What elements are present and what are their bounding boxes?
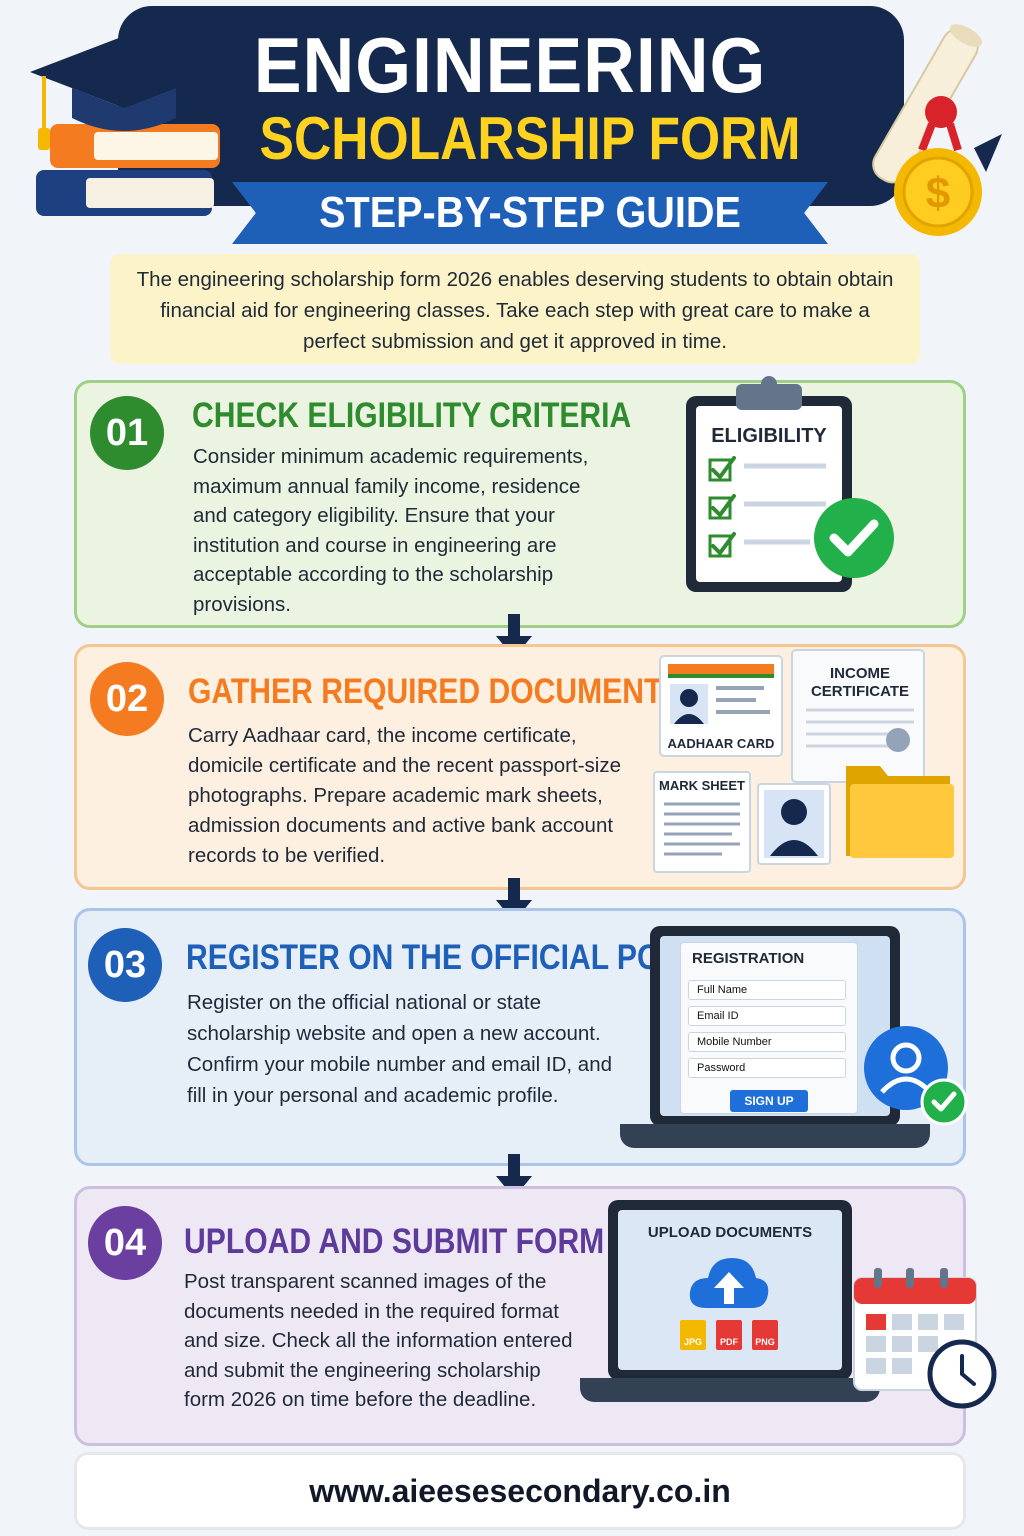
aadhaar-label: AADHAAR CARD — [668, 736, 775, 751]
footer-website[interactable]: www.aieesesecondary.co.in — [74, 1452, 966, 1530]
diploma-coin-icon: $ — [872, 24, 1002, 236]
step-title-4: UPLOAD AND SUBMIT FORM — [184, 1222, 605, 1261]
step-body-3: Register on the official national or sta… — [187, 991, 612, 1107]
passport-photo-icon — [757, 783, 831, 865]
upload-title: UPLOAD DOCUMENTS — [647, 1224, 813, 1241]
user-check-icon — [864, 1026, 968, 1126]
guide-ribbon-label: STEP-BY-STEP GUIDE — [319, 188, 741, 237]
header-banner — [118, 6, 904, 206]
png-file-icon: PNG — [752, 1320, 778, 1350]
password-field: Password — [688, 1058, 846, 1078]
documents-illustration: AADHAAR CARD INCOME CERTIFICATE MARK SHE… — [653, 649, 954, 873]
income-label-2: CERTIFICATE — [811, 683, 909, 700]
registration-title: REGISTRATION — [692, 950, 805, 967]
step-body-1: Consider minimum academic requirements, … — [193, 445, 589, 616]
marksheet-label: MARK SHEET — [659, 778, 745, 793]
step-body-2: Carry Aadhaar card, the income certifica… — [188, 724, 621, 867]
registration-laptop: REGISTRATION Full Name Email ID Mobile N… — [620, 926, 930, 1156]
guide-ribbon — [232, 182, 828, 244]
folder-icon — [846, 766, 954, 858]
email-field: Email ID — [688, 1006, 846, 1026]
step-number-3: 03 — [88, 928, 162, 1002]
calendar-clock-icon — [853, 1268, 997, 1409]
mark-sheet-icon: MARK SHEET — [653, 771, 751, 873]
step-number-1: 01 — [90, 396, 164, 470]
step-body-4: Post transparent scanned images of the d… — [184, 1270, 573, 1412]
full-name-field: Full Name — [688, 980, 846, 1000]
income-certificate-icon: INCOME CERTIFICATE — [791, 649, 925, 783]
page-title: ENGINEERING — [253, 21, 767, 109]
sign-up-button: SIGN UP — [730, 1090, 808, 1112]
step-title-1: CHECK ELIGIBILITY CRITERIA — [192, 396, 632, 435]
eligibility-clipboard-icon: ELIGIBILITY — [686, 376, 894, 592]
dollar-icon: $ — [926, 169, 950, 218]
step-number-4: 04 — [88, 1206, 162, 1280]
step-number-2: 02 — [90, 662, 164, 736]
jpg-file-icon: JPG — [680, 1320, 706, 1350]
cloud-upload-icon — [689, 1258, 769, 1308]
aadhaar-card-icon: AADHAAR CARD — [659, 655, 783, 757]
eligibility-label: ELIGIBILITY — [711, 425, 827, 447]
step-title-2: GATHER REQUIRED DOCUMENTS — [188, 672, 683, 711]
step-title-3: REGISTER ON THE OFFICIAL PORTAL — [186, 938, 739, 977]
pdf-file-icon: PDF — [716, 1320, 742, 1350]
graduation-cap-books-icon — [30, 36, 220, 216]
mobile-number-field: Mobile Number — [688, 1032, 846, 1052]
intro-text: The engineering scholarship form 2026 en… — [110, 254, 920, 364]
upload-laptop: UPLOAD DOCUMENTS JPG PDF PNG — [580, 1200, 880, 1410]
income-label-1: INCOME — [830, 665, 890, 682]
